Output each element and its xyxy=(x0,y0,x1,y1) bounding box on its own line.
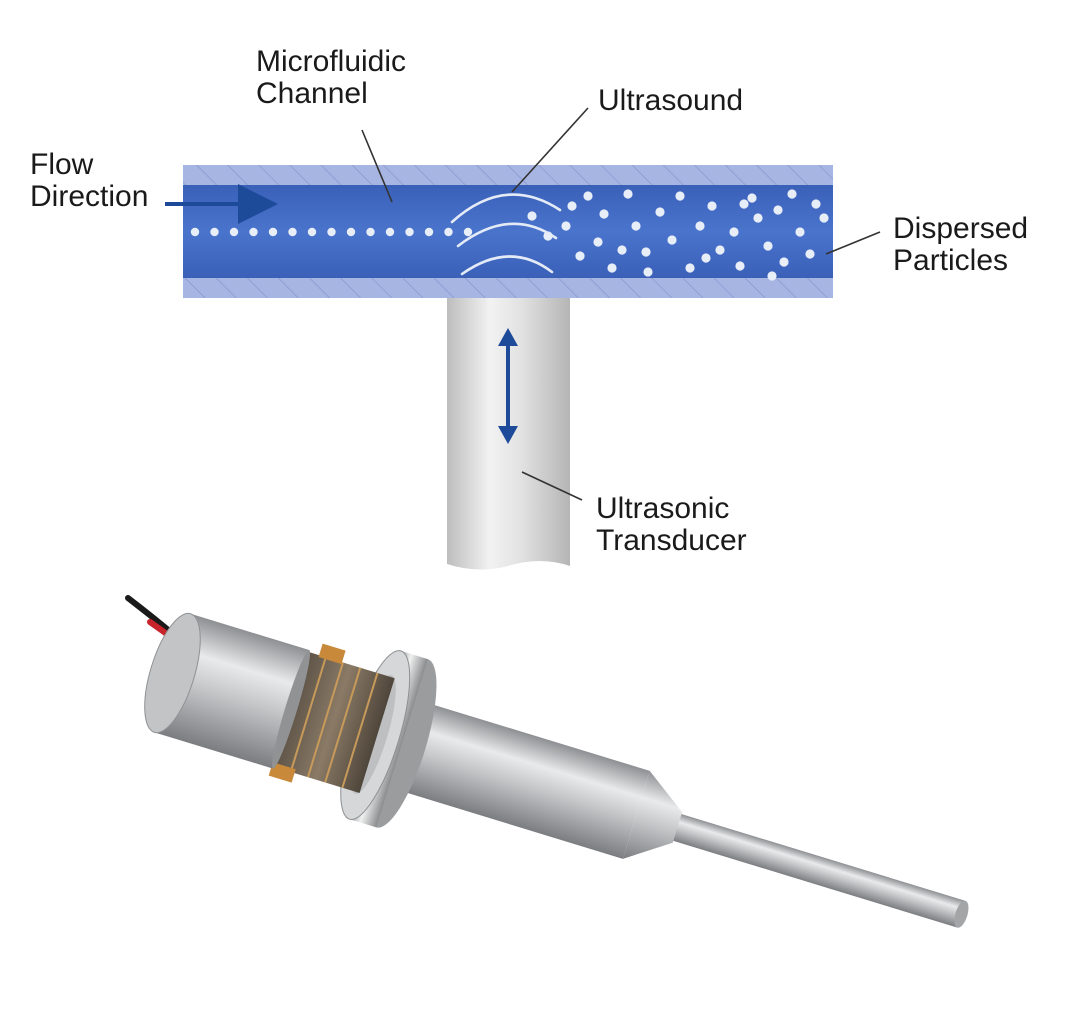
particle xyxy=(583,191,593,201)
ultrasonic-transducer-label: Ultrasonic Transducer xyxy=(596,492,747,557)
particle xyxy=(805,249,815,259)
particle xyxy=(599,209,609,219)
particle xyxy=(735,261,745,271)
particle xyxy=(190,227,200,237)
dispersed-particles-label: Dispersed Particles xyxy=(893,212,1036,277)
particle xyxy=(307,227,317,237)
particle xyxy=(715,245,725,255)
particle xyxy=(773,205,783,215)
particle xyxy=(643,267,653,277)
particle xyxy=(327,227,336,237)
microfluidic-channel-label: Microfluidic Channel xyxy=(256,45,414,110)
particle xyxy=(667,235,677,245)
ultrasound-label: Ultrasound xyxy=(598,84,743,117)
particle xyxy=(795,227,805,237)
particle xyxy=(617,245,627,255)
particle xyxy=(210,227,219,237)
ultrasonic-probe-illustration xyxy=(125,595,969,928)
particle xyxy=(675,191,685,201)
particle xyxy=(747,193,757,203)
particle xyxy=(288,227,297,237)
particle xyxy=(707,201,717,211)
particle xyxy=(463,227,473,237)
particle xyxy=(346,227,356,237)
particle xyxy=(561,221,571,231)
flow-direction-label: Flow Direction xyxy=(30,148,148,213)
double-arrow-vertical-icon xyxy=(498,328,518,444)
particle xyxy=(567,201,577,211)
particle xyxy=(424,227,434,237)
particle xyxy=(575,251,585,261)
particle xyxy=(631,221,641,231)
particle xyxy=(763,241,773,251)
particle xyxy=(787,189,797,199)
particle xyxy=(811,199,821,209)
particle xyxy=(655,207,665,217)
particle xyxy=(593,237,603,247)
particle xyxy=(607,263,617,273)
particle xyxy=(767,271,777,281)
particle xyxy=(695,221,705,231)
aligned-particles xyxy=(190,227,473,237)
particle xyxy=(685,263,695,273)
particle xyxy=(405,227,414,237)
dispersed-particles xyxy=(527,189,829,281)
leader-lines xyxy=(361,107,881,501)
ultrasound-waves xyxy=(450,193,562,276)
particle xyxy=(527,211,537,221)
particle xyxy=(779,257,789,267)
particle xyxy=(753,213,763,223)
particle xyxy=(623,189,633,199)
particle xyxy=(444,227,453,237)
particle xyxy=(729,227,739,237)
particle xyxy=(229,227,239,237)
channel-diagram xyxy=(183,165,833,298)
particle xyxy=(641,247,651,257)
particle xyxy=(268,227,278,237)
transducer-schematic xyxy=(447,298,570,570)
particle xyxy=(819,213,829,223)
particle xyxy=(701,253,711,263)
particle xyxy=(739,199,749,209)
particle xyxy=(249,227,258,237)
particle xyxy=(385,227,395,237)
particle xyxy=(366,227,375,237)
